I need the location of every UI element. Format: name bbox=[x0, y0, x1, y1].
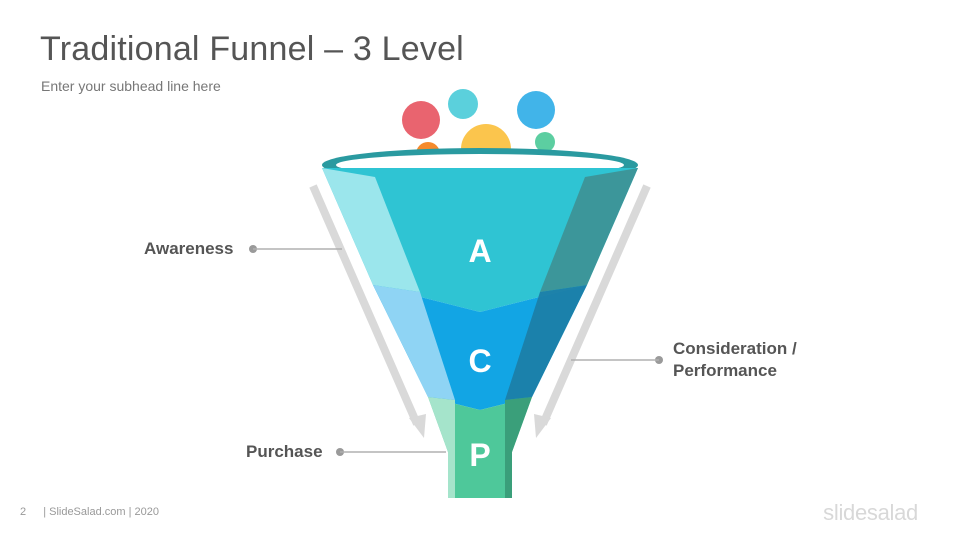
funnel-level-c-left-highlight bbox=[373, 285, 455, 400]
bubble-cyan bbox=[448, 89, 478, 119]
slide-title: Traditional Funnel – 3 Level bbox=[40, 30, 464, 68]
connector-awareness bbox=[249, 245, 342, 253]
funnel-level-a-left-highlight bbox=[322, 168, 420, 292]
footer: 2 | SlideSalad.com | 2020 bbox=[20, 506, 159, 518]
stage-letter-c: C bbox=[468, 343, 491, 379]
connector-consideration bbox=[571, 356, 663, 364]
brand-logo: slidesalad bbox=[823, 500, 918, 525]
label-consideration: Consideration / Performance bbox=[673, 338, 797, 382]
bubble-green bbox=[535, 132, 555, 152]
connector-purchase bbox=[336, 448, 446, 456]
funnel-level-p-left-highlight bbox=[428, 397, 455, 498]
bubble-red bbox=[402, 101, 440, 139]
label-consideration-line1: Consideration / bbox=[673, 339, 797, 358]
slide-subtitle: Enter your subhead line here bbox=[41, 78, 221, 94]
label-purchase: Purchase bbox=[246, 442, 323, 461]
funnel-level-a-right-shade bbox=[540, 168, 638, 292]
label-awareness: Awareness bbox=[144, 239, 234, 258]
stage-letter-p: P bbox=[469, 437, 490, 473]
label-consideration-line2: Performance bbox=[673, 361, 777, 380]
funnel-level-c-right-shade bbox=[505, 285, 587, 400]
footer-credit: | SlideSalad.com | 2020 bbox=[43, 506, 159, 518]
stage-letter-a: A bbox=[468, 233, 491, 269]
funnel-level-p-right-shade bbox=[505, 397, 532, 498]
bubble-blue bbox=[517, 91, 555, 129]
arrow-right bbox=[534, 184, 651, 438]
arrow-left bbox=[309, 184, 426, 438]
page-number: 2 bbox=[20, 506, 27, 518]
